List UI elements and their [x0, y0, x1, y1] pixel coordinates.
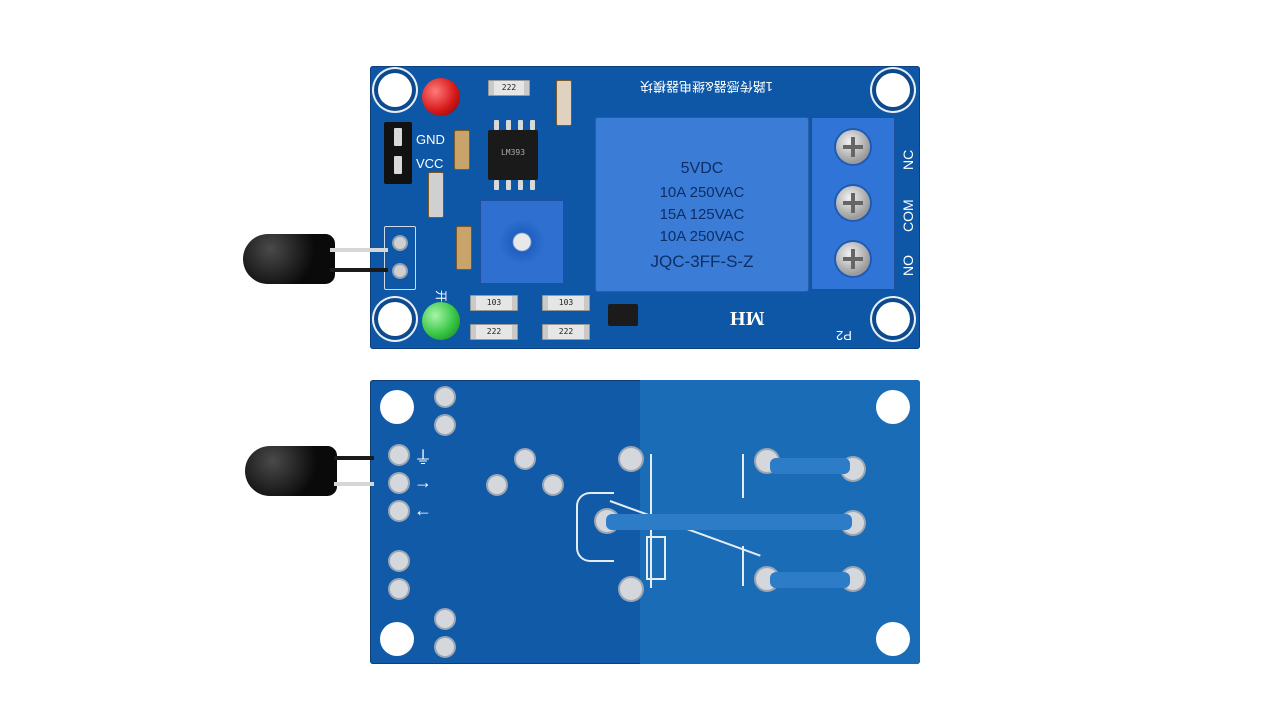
- header-chinese-label: 1路传感器&继电器模块: [640, 79, 773, 94]
- mounting-hole: [378, 73, 412, 107]
- comparator-ic: LM393: [488, 130, 538, 180]
- solder-pad: [436, 610, 454, 628]
- smd-capacitor: [428, 172, 444, 218]
- screw-terminal-nc[interactable]: [836, 130, 870, 164]
- mounting-hole: [876, 390, 910, 424]
- relay: 5VDC 10A 250VAC 15A 125VAC 10A 250VAC JQ…: [595, 117, 809, 292]
- flame-sensor-bottom: [245, 446, 337, 496]
- solder-pad: [390, 552, 408, 570]
- terminal-label-no: NO: [900, 255, 916, 276]
- relay-pad: [620, 448, 642, 470]
- sensor-lead: [334, 456, 374, 460]
- relay-coil-symbol: [646, 536, 666, 580]
- relay-rating-1: 10A 250VAC: [659, 184, 745, 201]
- smd-resistor: 103: [542, 295, 590, 311]
- diode: [556, 80, 572, 126]
- terminal-label-nc: NC: [900, 149, 916, 170]
- screw-terminal-block: [811, 117, 895, 290]
- smd-capacitor: [454, 130, 470, 170]
- green-status-led: [422, 302, 460, 340]
- mounting-hole: [876, 302, 910, 336]
- header-pin: [394, 156, 402, 174]
- terminal-label-com: COM: [900, 199, 916, 232]
- mounting-hole: [378, 302, 412, 336]
- solder-pad: [390, 502, 408, 520]
- sensor-lead: [330, 248, 388, 252]
- smd-resistor: 103: [470, 295, 518, 311]
- solder-pad: [436, 416, 454, 434]
- relay-voltage: 5VDC: [680, 160, 724, 177]
- relay-rating-2: 15A 125VAC: [659, 206, 745, 223]
- solder-pad: [390, 580, 408, 598]
- header-pin: [394, 128, 402, 146]
- red-power-led: [422, 78, 460, 116]
- vcc-label: VCC: [416, 156, 444, 171]
- input-arrow-symbol: →: [414, 472, 432, 492]
- solder-pad: [390, 446, 408, 464]
- ground-symbol: ⏚: [414, 448, 432, 468]
- sensor-pad-outline: [384, 226, 416, 290]
- top-pcb-board: 1路传感器&继电器模块 GND VCC LM393 222 103 103 22…: [370, 66, 920, 349]
- solder-pad: [390, 474, 408, 492]
- relay-model: JQC-3FF-S-Z: [650, 252, 754, 271]
- bottom-pcb-board: ⏚ → ←: [370, 380, 920, 664]
- brand-mark: MH: [730, 307, 765, 329]
- solder-pad: [436, 638, 454, 656]
- relay-outline-trace: [576, 492, 614, 562]
- board-id: P2: [836, 328, 852, 343]
- screw-terminal-com[interactable]: [836, 186, 870, 220]
- mounting-hole: [380, 622, 414, 656]
- copper-trace: [770, 572, 850, 588]
- smd-resistor: 222: [488, 80, 530, 96]
- potentiometer[interactable]: [480, 200, 564, 284]
- contact-trace: [742, 454, 744, 498]
- solder-pad: [436, 388, 454, 406]
- sensor-lead: [334, 482, 374, 486]
- solder-pad: [516, 450, 534, 468]
- smd-resistor: 222: [470, 324, 518, 340]
- mounting-hole: [876, 73, 910, 107]
- solder-pad: [488, 476, 506, 494]
- mounting-hole: [876, 622, 910, 656]
- output-arrow-symbol: ←: [414, 500, 432, 520]
- screw-terminal-no[interactable]: [836, 242, 870, 276]
- relay-rating-3: 10A 250VAC: [659, 228, 745, 245]
- copper-trace: [770, 458, 850, 474]
- potentiometer-knob-icon[interactable]: [499, 219, 545, 265]
- sensor-lead: [330, 268, 388, 272]
- transistor: [608, 304, 638, 326]
- copper-trace: [606, 514, 852, 530]
- flame-sensor-top: [243, 234, 335, 284]
- smd-capacitor: [456, 226, 472, 270]
- contact-trace: [742, 546, 744, 586]
- pin-header: [384, 122, 412, 184]
- mounting-hole: [380, 390, 414, 424]
- gnd-label: GND: [416, 132, 445, 147]
- smd-resistor: 222: [542, 324, 590, 340]
- ic-marking: LM393: [500, 148, 526, 157]
- solder-pad: [544, 476, 562, 494]
- relay-pad: [620, 578, 642, 600]
